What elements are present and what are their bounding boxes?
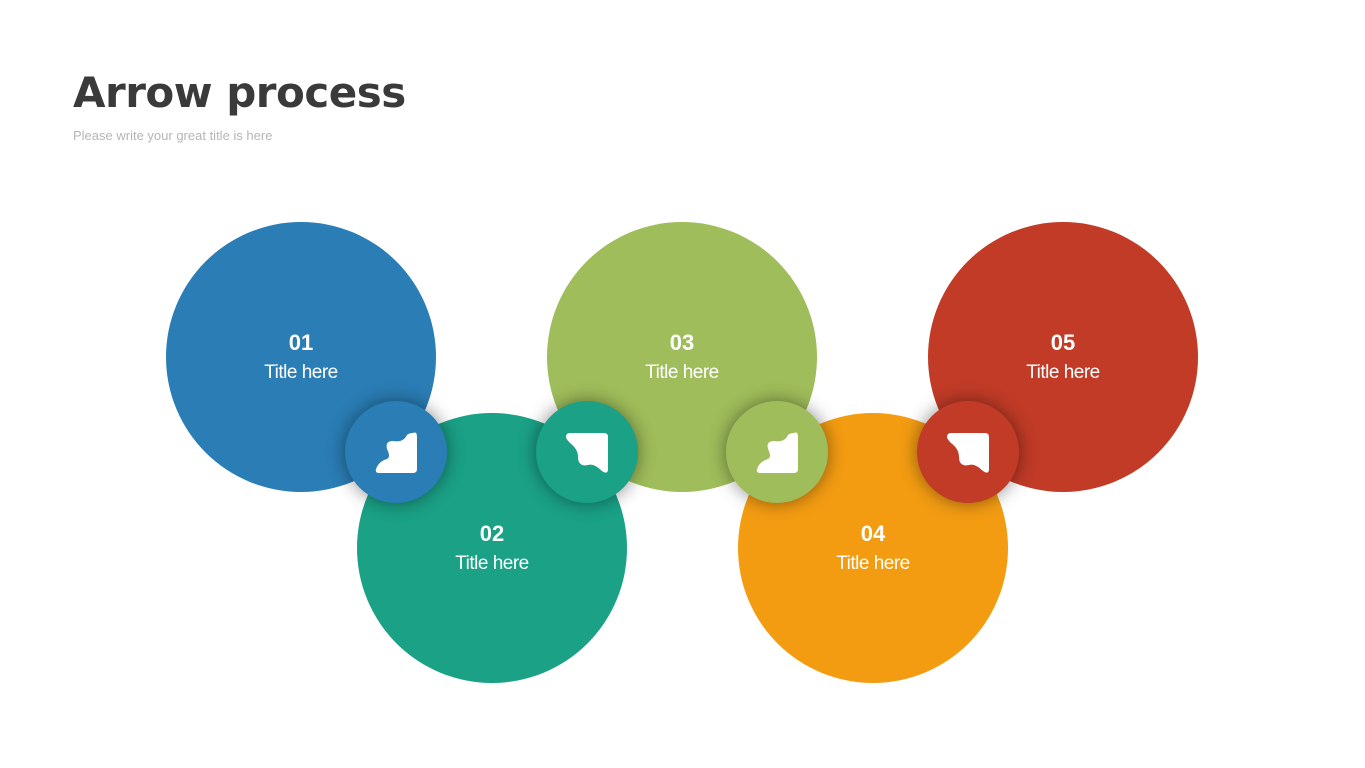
connector-3 bbox=[726, 401, 828, 503]
connector-1 bbox=[345, 401, 447, 503]
step-title: Title here bbox=[836, 553, 910, 574]
arrow-up-right-icon bbox=[756, 432, 798, 473]
step-number: 02 bbox=[479, 521, 505, 546]
connector-4 bbox=[917, 401, 1019, 503]
step-number: 05 bbox=[1050, 330, 1076, 355]
arrow-up-right-icon bbox=[375, 432, 417, 473]
step-title: Title here bbox=[264, 362, 338, 383]
step-title: Title here bbox=[455, 553, 529, 574]
page-title: Arrow process bbox=[73, 68, 406, 117]
arrow-down-right-icon bbox=[566, 433, 608, 473]
connector-2 bbox=[536, 401, 638, 503]
step-number: 04 bbox=[860, 521, 886, 546]
arrow-down-right-icon bbox=[947, 433, 989, 473]
step-number: 03 bbox=[669, 330, 695, 355]
step-number: 01 bbox=[288, 330, 314, 355]
page-subtitle: Please write your great title is here bbox=[73, 128, 273, 143]
step-title: Title here bbox=[645, 362, 719, 383]
step-title: Title here bbox=[1026, 362, 1100, 383]
